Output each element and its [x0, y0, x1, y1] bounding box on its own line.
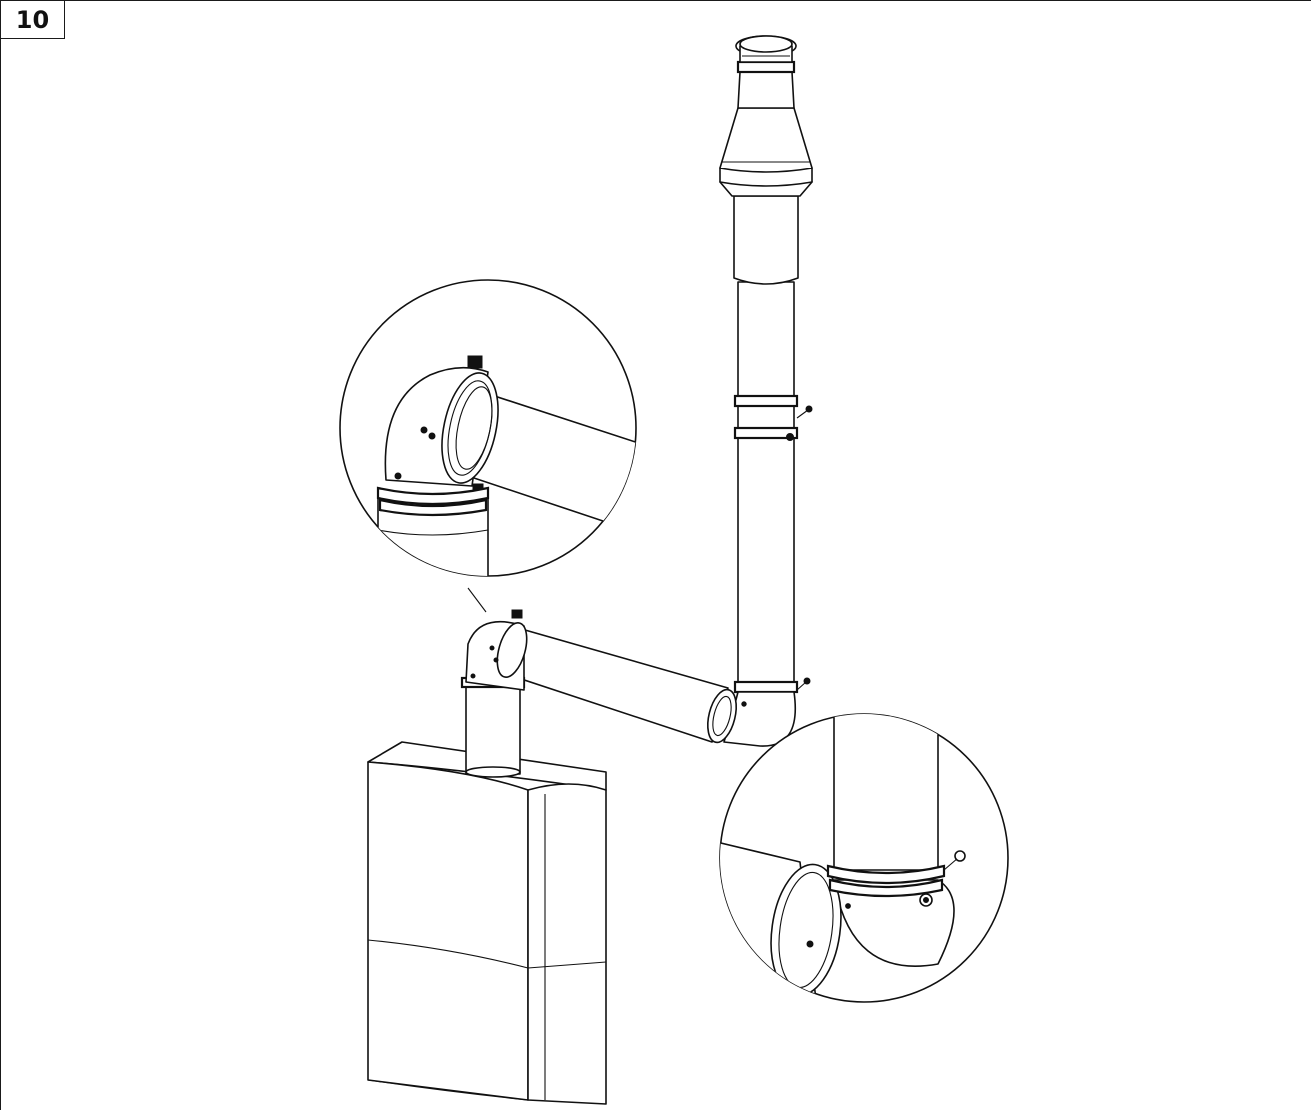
roof-terminal-cap — [719, 35, 813, 285]
boiler-outlet-elbow — [460, 609, 528, 778]
figure-number-label: 10 — [1, 1, 65, 39]
detail-view-lower-joint — [719, 713, 1009, 1003]
lower-elbow-bend — [706, 688, 796, 747]
detail-view-upper-joint — [339, 279, 637, 577]
vertical-flue-pipe — [733, 281, 813, 694]
boiler-unit — [367, 741, 607, 1105]
detail-leader-line-top — [467, 587, 487, 613]
